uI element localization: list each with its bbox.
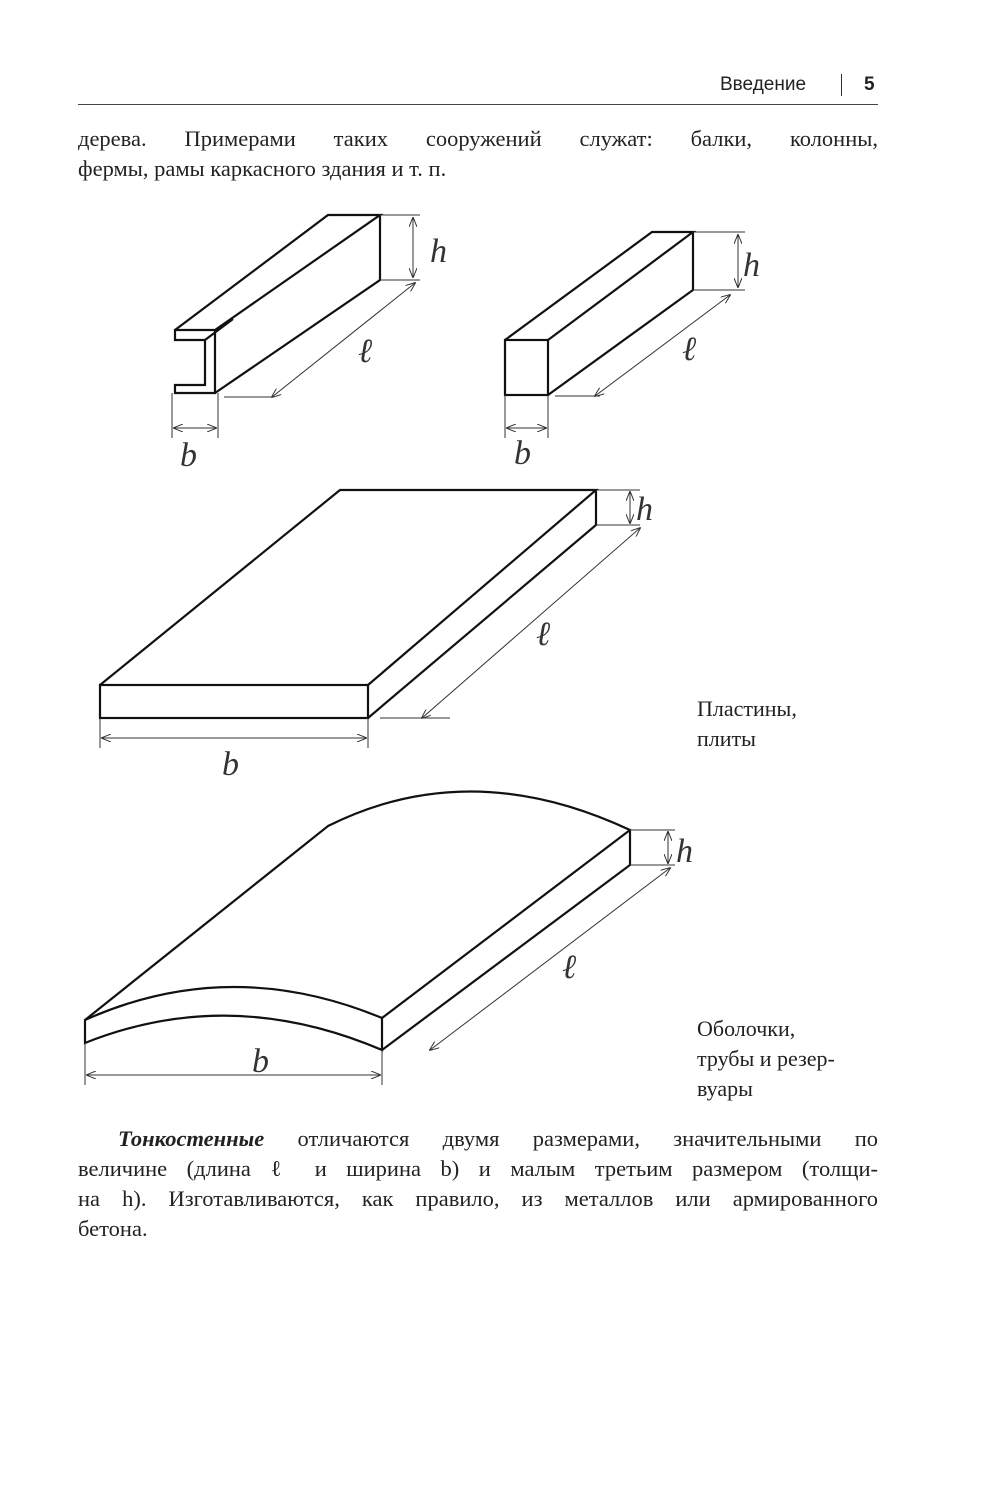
caption-line: плиты <box>697 726 756 751</box>
paragraph-line: величине (длина ℓ и ширина b) и малым тр… <box>78 1156 878 1181</box>
height-label: h <box>636 491 653 528</box>
channel-beam-drawing: h ℓ b <box>171 213 447 474</box>
paragraph-line: Тонкостенные отличаются двумя размерами,… <box>78 1124 878 1154</box>
caption-line: Оболочки, <box>697 1016 796 1041</box>
paragraph-line: бетона. <box>78 1216 148 1241</box>
length-label: ℓ <box>562 949 576 986</box>
width-label: b <box>222 746 239 783</box>
length-label: ℓ <box>536 616 550 653</box>
height-label: h <box>676 833 693 870</box>
length-label: ℓ <box>682 331 696 368</box>
header-divider <box>841 74 842 96</box>
intro-line: дерева. Примерами таких сооружений служа… <box>78 126 878 151</box>
plates-caption: Пластины, плиты <box>697 694 797 754</box>
caption-line: трубы и резер- <box>697 1046 835 1071</box>
length-label: ℓ <box>358 333 372 370</box>
header-rule <box>78 104 878 105</box>
intro-text: дерева. Примерами таких сооружений служа… <box>78 124 878 184</box>
shells-caption: Оболочки, трубы и резер- вуары <box>697 1014 835 1104</box>
term-thin-walled: Тонкостенные <box>118 1126 265 1151</box>
width-label: b <box>252 1043 269 1080</box>
running-header-section: Введение <box>720 74 807 95</box>
paragraph-text: отличаются двумя размерами, значительным… <box>264 1126 878 1151</box>
page-number: 5 <box>864 74 875 95</box>
plate-drawing: h ℓ b <box>98 488 653 783</box>
height-label: h <box>743 247 760 284</box>
caption-line: вуары <box>697 1076 753 1101</box>
body-paragraph: Тонкостенные отличаются двумя размерами,… <box>78 1124 878 1244</box>
rectangular-beam-drawing: h ℓ b <box>503 230 760 472</box>
caption-line: Пластины, <box>697 696 797 721</box>
intro-line: фермы, рамы каркасного здания и т. п. <box>78 156 447 181</box>
width-label: b <box>180 437 197 474</box>
paragraph-line: на h). Изготавливаются, как правило, из … <box>78 1186 878 1211</box>
shell-drawing: h ℓ b <box>83 790 693 1085</box>
height-label: h <box>430 233 447 270</box>
width-label: b <box>514 435 531 472</box>
